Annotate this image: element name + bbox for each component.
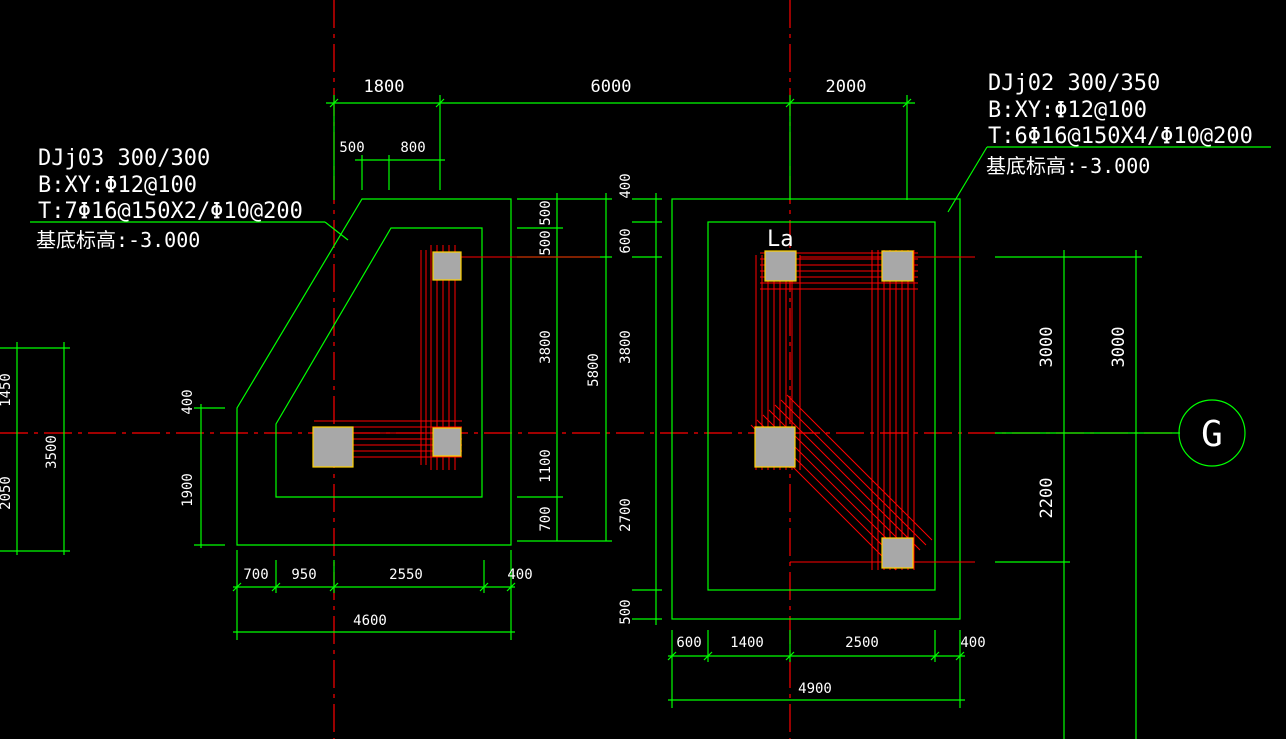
dim-600-v-right: 600 bbox=[618, 228, 634, 253]
dim-2050-v: 2050 bbox=[0, 476, 14, 510]
djj03-line1: DJj03 300/300 bbox=[38, 146, 210, 171]
dim-500-top: 500 bbox=[339, 140, 364, 156]
label-djj02: DJj02 300/350 B:XY:Φ12@100 T:6Φ16@150X4/… bbox=[986, 71, 1253, 178]
djj03-line4: 基底标高:-3.000 bbox=[36, 228, 200, 252]
column-djj03-top[interactable] bbox=[432, 251, 462, 281]
dim-400-bottom-left: 400 bbox=[507, 567, 532, 583]
column-djj02-bottom[interactable] bbox=[881, 537, 914, 569]
vertical-dimension-texts: 500 500 3800 1100 700 5800 400 600 3800 … bbox=[0, 173, 1129, 624]
dimension-lines bbox=[0, 95, 1271, 739]
dim-1100-v: 1100 bbox=[538, 449, 554, 483]
dim-2700-v: 2700 bbox=[618, 498, 634, 532]
dim-500-v2: 500 bbox=[538, 230, 554, 255]
dim-3000-v1: 3000 bbox=[1037, 327, 1057, 368]
dim-3000-v2: 3000 bbox=[1109, 327, 1129, 368]
djj03-line3: T:7Φ16@150X2/Φ10@200 bbox=[38, 199, 303, 224]
dim-2550-bottom: 2550 bbox=[389, 567, 423, 583]
dim-400-v-right: 400 bbox=[618, 173, 634, 198]
dim-400-bottom-right: 400 bbox=[960, 635, 985, 651]
dim-4900: 4900 bbox=[798, 681, 832, 697]
djj03-line2: B:XY:Φ12@100 bbox=[38, 173, 197, 198]
dim-400-v-small: 400 bbox=[180, 389, 196, 414]
dim-500-v-right: 500 bbox=[618, 599, 634, 624]
dim-700-bottom: 700 bbox=[243, 567, 268, 583]
rebar-djj02 bbox=[750, 250, 975, 571]
dim-3800-v-right: 3800 bbox=[618, 330, 634, 364]
column-djj03-mid[interactable] bbox=[432, 427, 462, 457]
dim-800-top: 800 bbox=[400, 140, 425, 156]
dim-3500-v: 3500 bbox=[44, 435, 60, 469]
label-djj03: DJj03 300/300 B:XY:Φ12@100 T:7Φ16@150X2/… bbox=[36, 146, 303, 252]
dim-3800-v-left: 3800 bbox=[538, 330, 554, 364]
column-djj02-top-left[interactable] bbox=[764, 250, 797, 282]
djj02-line2: B:XY:Φ12@100 bbox=[988, 98, 1147, 123]
djj02-line3: T:6Φ16@150X4/Φ10@200 bbox=[988, 124, 1253, 149]
djj02-line4: 基底标高:-3.000 bbox=[986, 154, 1150, 178]
bottom-right-dimension-texts: 600 1400 2500 400 4900 bbox=[676, 635, 985, 697]
dim-700-v: 700 bbox=[538, 506, 554, 531]
dim-1800: 1800 bbox=[364, 77, 405, 97]
footing-djj03[interactable] bbox=[236, 198, 512, 546]
column-djj02-top-right[interactable] bbox=[881, 250, 914, 282]
footing-djj02[interactable] bbox=[671, 198, 961, 620]
dim-4600: 4600 bbox=[353, 613, 387, 629]
dim-1400-bottom: 1400 bbox=[730, 635, 764, 651]
dim-1450-v: 1450 bbox=[0, 373, 14, 407]
axis-bubble-g[interactable]: G bbox=[1178, 399, 1246, 467]
dim-950-bottom: 950 bbox=[291, 567, 316, 583]
dim-1900-v: 1900 bbox=[180, 473, 196, 507]
column-djj03-main[interactable] bbox=[312, 426, 354, 468]
la-label: La bbox=[767, 227, 794, 252]
dim-600-bottom: 600 bbox=[676, 635, 701, 651]
column-djj02-main[interactable] bbox=[754, 426, 796, 468]
top-dimension-texts: 1800 6000 2000 500 800 bbox=[339, 77, 866, 156]
bottom-left-dimension-texts: 700 950 2550 400 4600 bbox=[243, 567, 532, 629]
dim-500-v1: 500 bbox=[538, 200, 554, 225]
dim-2000: 2000 bbox=[826, 77, 867, 97]
dim-2200-v: 2200 bbox=[1037, 478, 1057, 519]
dim-2500-bottom: 2500 bbox=[845, 635, 879, 651]
dim-6000: 6000 bbox=[591, 77, 632, 97]
axis-g-label: G bbox=[1201, 414, 1223, 455]
dimension-ticks bbox=[232, 98, 965, 661]
columns[interactable] bbox=[312, 250, 914, 569]
djj02-line1: DJj02 300/350 bbox=[988, 71, 1160, 96]
dim-5800-v: 5800 bbox=[586, 353, 602, 387]
